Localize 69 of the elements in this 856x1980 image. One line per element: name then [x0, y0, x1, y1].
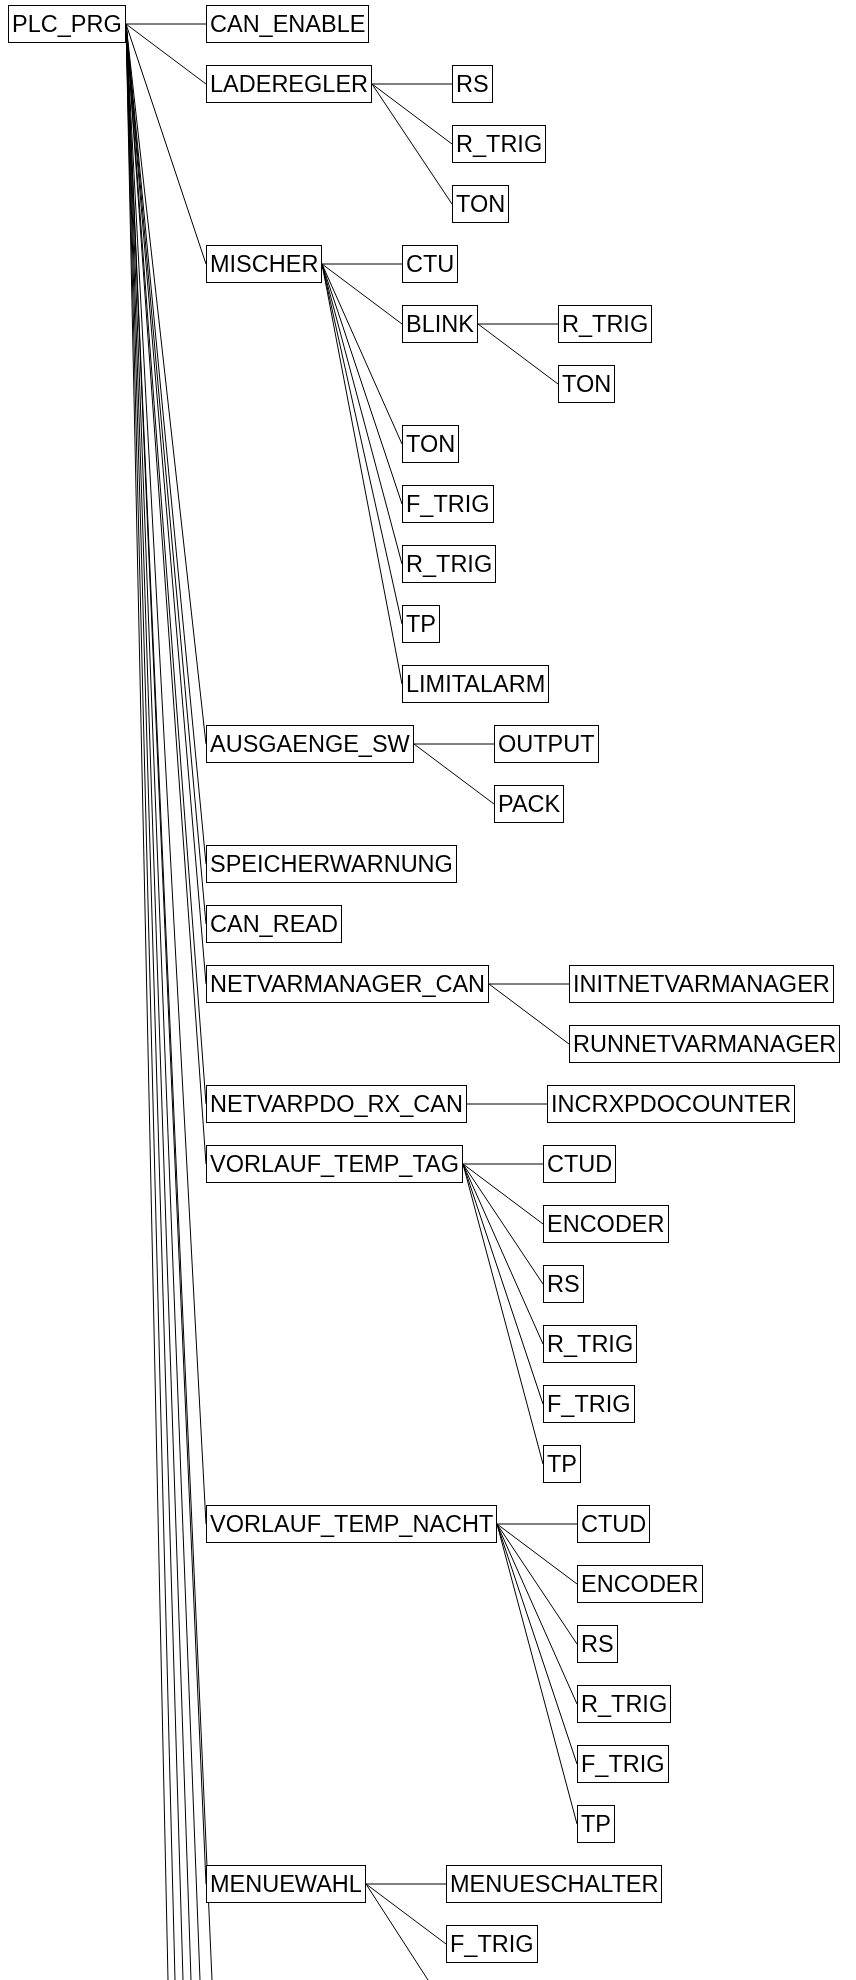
call-box: R_TRIG — [452, 125, 547, 163]
connector-line — [125, 23, 207, 25]
connector-line — [477, 323, 559, 385]
call-box: F_TRIG — [446, 1925, 538, 1963]
call-box: SPEICHERWARNUNG — [206, 845, 457, 883]
call-box: ENCODER — [577, 1565, 703, 1603]
call-box: R_TRIG — [543, 1325, 638, 1363]
call-box: CAN_ENABLE — [206, 5, 370, 43]
call-box: BLINK — [402, 305, 478, 343]
call-box: RS — [577, 1625, 618, 1663]
connector-line — [496, 1523, 578, 1645]
call-box: AUSGAENGE_SW — [206, 725, 414, 763]
connector-line — [365, 1883, 447, 1945]
connector-line — [371, 83, 453, 145]
call-box: INCRXPDOCOUNTER — [547, 1085, 796, 1123]
connector-line — [371, 83, 453, 205]
call-box: CTUD — [577, 1505, 651, 1543]
connector-line — [462, 1163, 544, 1225]
connector-line — [125, 23, 207, 85]
call-box: RS — [543, 1265, 584, 1303]
call-box: F_TRIG — [543, 1385, 635, 1423]
call-box: ENCODER — [543, 1205, 669, 1243]
call-box: PLC_PRG — [8, 5, 126, 43]
call-box: R_TRIG — [577, 1685, 672, 1723]
connector-line — [321, 263, 403, 505]
connector-line — [365, 1883, 447, 1885]
call-box: R_TRIG — [558, 305, 653, 343]
connector-line — [125, 23, 207, 265]
call-box: PACK — [494, 785, 565, 823]
call-box: INITNETVARMANAGER — [569, 965, 834, 1003]
call-box: R_TRIG — [402, 545, 497, 583]
connector-line — [413, 743, 495, 745]
call-box: TP — [577, 1805, 616, 1843]
call-box: MENUESCHALTER — [446, 1865, 663, 1903]
call-box: NETVARMANAGER_CAN — [206, 965, 490, 1003]
call-box: TON — [452, 185, 510, 223]
connector-line — [496, 1523, 578, 1525]
call-box: VORLAUF_TEMP_NACHT — [206, 1505, 498, 1543]
call-box: RUNNETVARMANAGER — [569, 1025, 841, 1063]
connector-line — [462, 1163, 544, 1285]
call-box: VORLAUF_TEMP_TAG — [206, 1145, 463, 1183]
connector-line — [466, 1103, 548, 1105]
call-box: MISCHER — [206, 245, 323, 283]
call-box: CAN_READ — [206, 905, 342, 943]
connector-line — [365, 1883, 429, 1980]
call-box: CTU — [402, 245, 459, 283]
call-box: LADEREGLER — [206, 65, 373, 103]
call-box: OUTPUT — [494, 725, 599, 763]
connector-line — [477, 323, 559, 325]
connector-line — [371, 83, 453, 85]
call-box: RS — [452, 65, 493, 103]
call-box: TON — [558, 365, 616, 403]
connector-line — [462, 1163, 544, 1165]
call-box: LIMITALARM — [402, 665, 550, 703]
call-box: MENUEWAHL — [206, 1865, 366, 1903]
connector-line — [496, 1523, 578, 1585]
call-box: F_TRIG — [402, 485, 494, 523]
call-box: TP — [543, 1445, 582, 1483]
connector-line — [413, 743, 495, 805]
call-box: F_TRIG — [577, 1745, 669, 1783]
connector-line — [488, 983, 570, 1045]
call-box: NETVARPDO_RX_CAN — [206, 1085, 467, 1123]
connector-line — [321, 263, 403, 265]
connector-line — [321, 263, 403, 325]
call-box: CTUD — [543, 1145, 617, 1183]
call-box: TP — [402, 605, 441, 643]
connector-line — [496, 1523, 578, 1705]
connector-line — [488, 983, 570, 985]
call-box: TON — [402, 425, 460, 463]
